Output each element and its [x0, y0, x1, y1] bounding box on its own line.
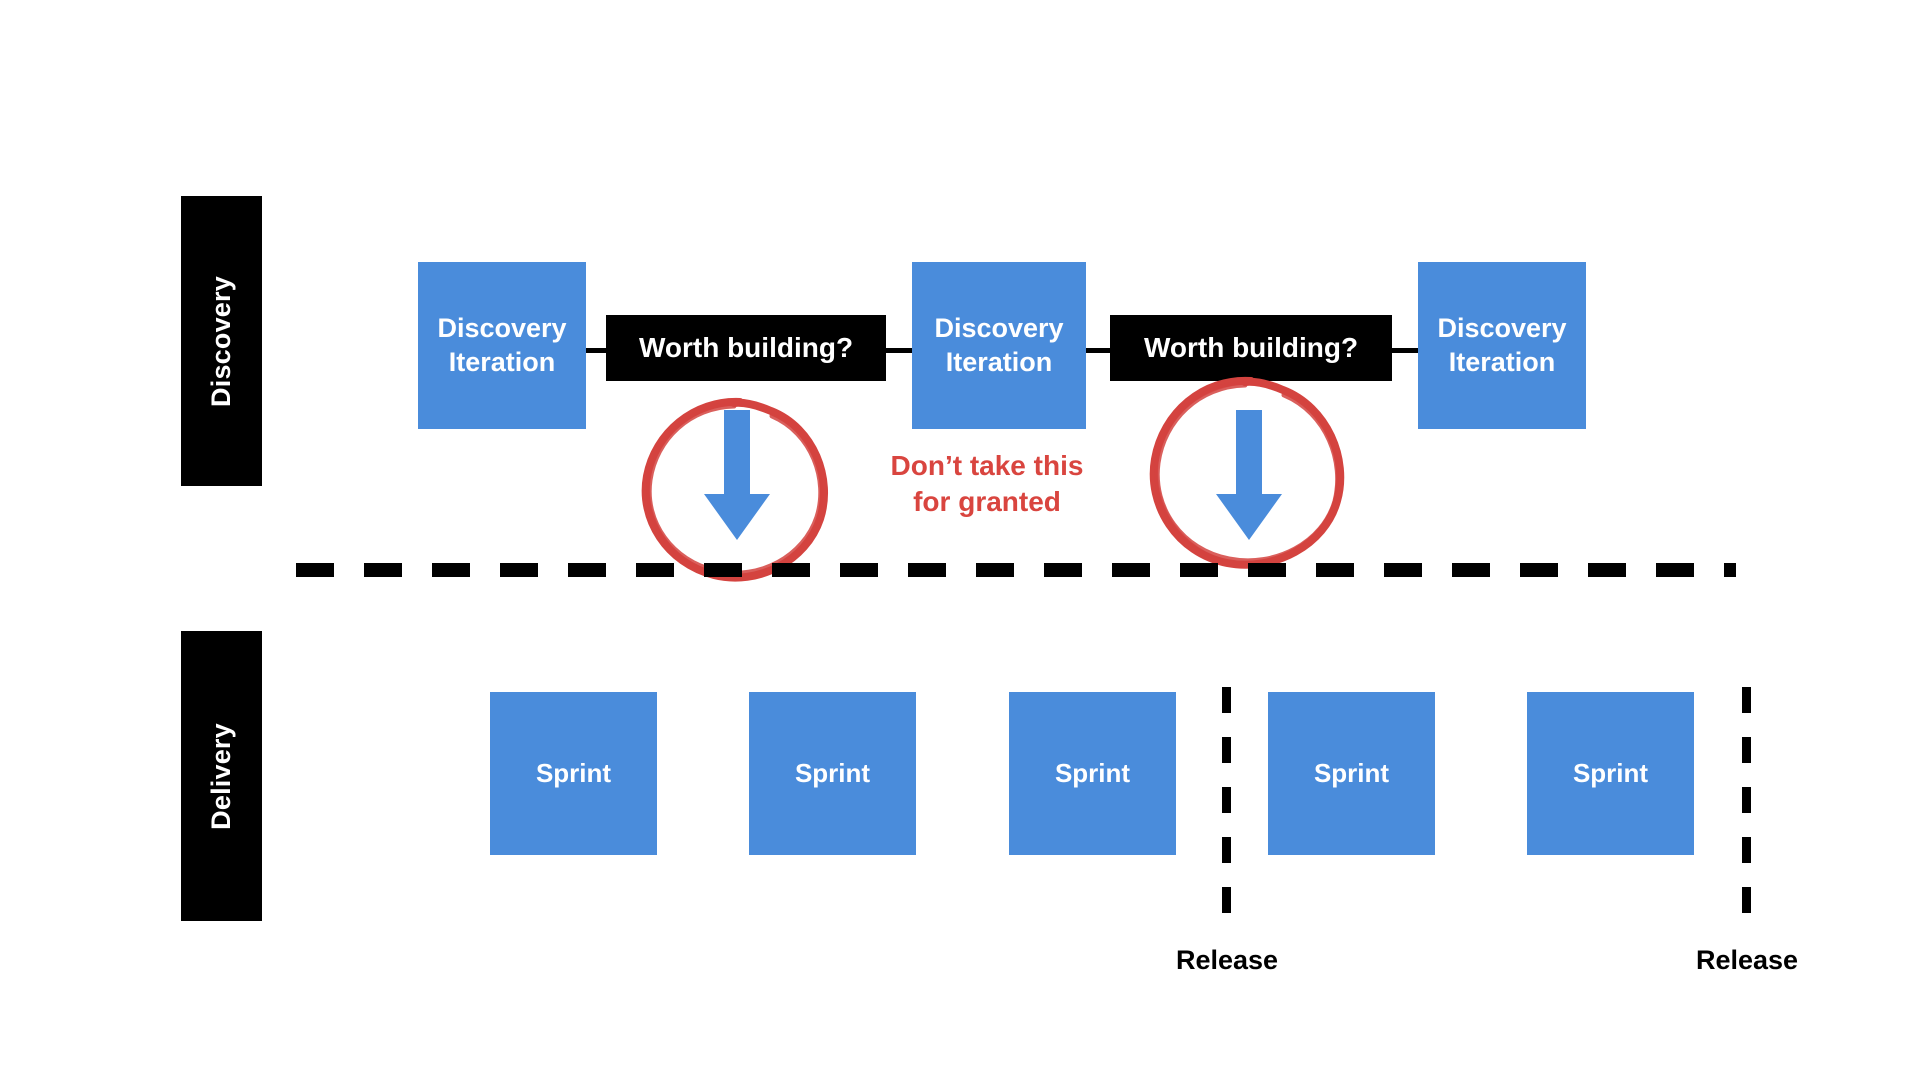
discovery-delivery-divider: [296, 563, 1736, 577]
discovery-iteration-box-3-line1: Discovery: [1437, 312, 1567, 343]
discovery-iteration-box-1-line2: Iteration: [448, 346, 556, 377]
discovery-iteration-box-1[interactable]: Discovery Iteration: [418, 262, 586, 429]
sprint-box-4-label: Sprint: [1313, 758, 1390, 789]
lane-label-discovery-text: Discovery: [206, 275, 237, 407]
discovery-iteration-box-3[interactable]: Discovery Iteration: [1418, 262, 1586, 429]
discovery-iteration-box-2-line2: Iteration: [945, 346, 1053, 377]
lane-label-delivery-text: Delivery: [206, 722, 236, 830]
sprint-box-5[interactable]: Sprint: [1527, 692, 1694, 855]
sprint-box-2[interactable]: Sprint: [749, 692, 916, 855]
release-label-1: Release: [1175, 945, 1279, 975]
discovery-iteration-box-1-line1: Discovery: [437, 312, 567, 343]
sprint-box-2-label: Sprint: [794, 758, 871, 789]
sprint-box-3-label: Sprint: [1054, 758, 1131, 789]
release-label-2: Release: [1695, 945, 1799, 975]
connector-gate2-to-iteration3: [1386, 348, 1418, 353]
annotation-line-2: for granted: [913, 485, 1061, 517]
annotation-line-1: Don’t take this: [890, 450, 1084, 481]
arrow-down-icon-1: [700, 410, 774, 542]
sprint-box-5-label: Sprint: [1572, 758, 1649, 789]
release-line-2: [1742, 687, 1751, 937]
connector-gate1-to-iteration2: [880, 348, 912, 353]
sprint-box-3[interactable]: Sprint: [1009, 692, 1176, 855]
sprint-box-4[interactable]: Sprint: [1268, 692, 1435, 855]
gate-box-worth-building-2-label: Worth building?: [1143, 332, 1359, 363]
annotation-dont-take-this-for-granted: Don’t take this for granted: [872, 448, 1102, 520]
connector-iteration2-to-gate2: [1086, 348, 1114, 353]
discovery-iteration-box-2[interactable]: Discovery Iteration: [912, 262, 1086, 429]
gate-box-worth-building-2[interactable]: Worth building?: [1110, 315, 1392, 381]
sprint-box-1[interactable]: Sprint: [490, 692, 657, 855]
lane-label-discovery: Discovery: [181, 196, 262, 486]
discovery-iteration-box-3-line2: Iteration: [1448, 346, 1556, 377]
gate-box-worth-building-1-label: Worth building?: [638, 332, 854, 363]
release-line-1: [1222, 687, 1231, 937]
discovery-iteration-box-2-line1: Discovery: [934, 312, 1064, 343]
sprint-box-1-label: Sprint: [535, 758, 612, 789]
gate-box-worth-building-1[interactable]: Worth building?: [606, 315, 886, 381]
connector-iteration1-to-gate1: [586, 348, 614, 353]
lane-label-delivery: Delivery: [181, 631, 262, 921]
arrow-down-icon-2: [1212, 410, 1286, 542]
